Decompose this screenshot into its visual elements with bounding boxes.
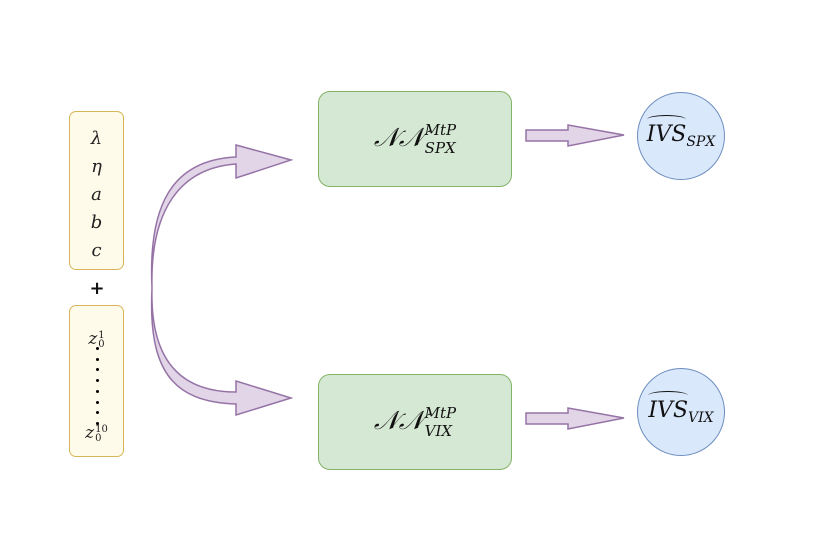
param-a: a xyxy=(91,184,102,205)
param-c: c xyxy=(91,240,102,261)
output-ivs-spx-label: IVSSPX xyxy=(646,115,716,150)
fork-arrow-top xyxy=(150,144,294,289)
param-b: b xyxy=(90,212,103,233)
param-eta: η xyxy=(91,156,102,177)
plus-sign: + xyxy=(89,278,105,299)
fork-arrow-bottom xyxy=(150,287,294,417)
output-ivs-spx: IVSSPX xyxy=(637,92,725,180)
output-ivs-vix-label: IVSVIX xyxy=(648,391,714,426)
parameter-box: λ η a b c xyxy=(69,111,124,270)
output-arrow-top xyxy=(525,124,625,147)
vertical-ellipsis xyxy=(93,347,101,425)
output-arrow-bottom xyxy=(525,407,625,430)
param-lambda: λ xyxy=(90,128,103,149)
output-ivs-vix: IVSVIX xyxy=(637,368,725,456)
